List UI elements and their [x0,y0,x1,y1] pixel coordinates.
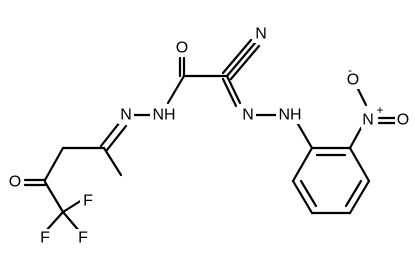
atom-amide-o: O [176,40,188,57]
bond-amide-nh [166,74,186,105]
charge-nitro-n-plus: + [376,103,383,117]
bond-nitrile-triple-3 [221,38,253,75]
bond-c-methyl [102,146,123,177]
bond-ketone-cf3 [43,180,65,214]
atom-nitro-n-plus: N [362,112,374,129]
atom-labels: N O NH N N NH O - N + O O F F [7,25,411,247]
atom-n-imine-left: N [120,107,132,124]
atom-nh-amide: NH [152,107,175,124]
bond-nitro-o-minus [355,85,368,107]
bond-cf3-f-left [43,210,65,234]
atom-nitrile-n: N [255,26,267,43]
atom-nitro-o: O [397,112,409,129]
bond-n-c-hydrazone-1 [99,120,122,148]
bond-cf3-f-right [61,210,82,234]
atom-nitro-o-minus: O [347,72,359,89]
bond-nitrile-triple-1 [225,41,257,78]
atom-f-top: F [83,193,93,210]
bond-ring-3 [348,179,371,215]
bond-ch2-ketone [43,146,65,182]
bond-alpha-n-1 [225,74,242,105]
atom-n-imine-right: N [242,107,254,124]
bond-cf3-f-top [61,198,84,214]
bond-ring-5 [291,179,314,215]
bond-ring-inner-3 [299,179,318,208]
bond-ring-nitro [348,126,363,150]
charge-nitro-o-minus: - [348,63,352,77]
atom-f-right: F [78,230,88,247]
bonds [23,38,398,234]
bond-alpha-n-2 [221,77,238,108]
atom-ketone-o: O [9,174,21,191]
bond-ring-inner-2 [344,179,363,208]
bond-n-c-hydrazone-2 [105,124,128,152]
bond-nitrile-triple-2 [229,44,261,81]
atom-f-left: F [40,230,50,247]
bond-nh-ring [296,122,314,150]
atom-nh-aryl: NH [278,107,301,124]
bond-ring-2 [348,146,371,183]
bond-ring-6 [291,146,314,183]
